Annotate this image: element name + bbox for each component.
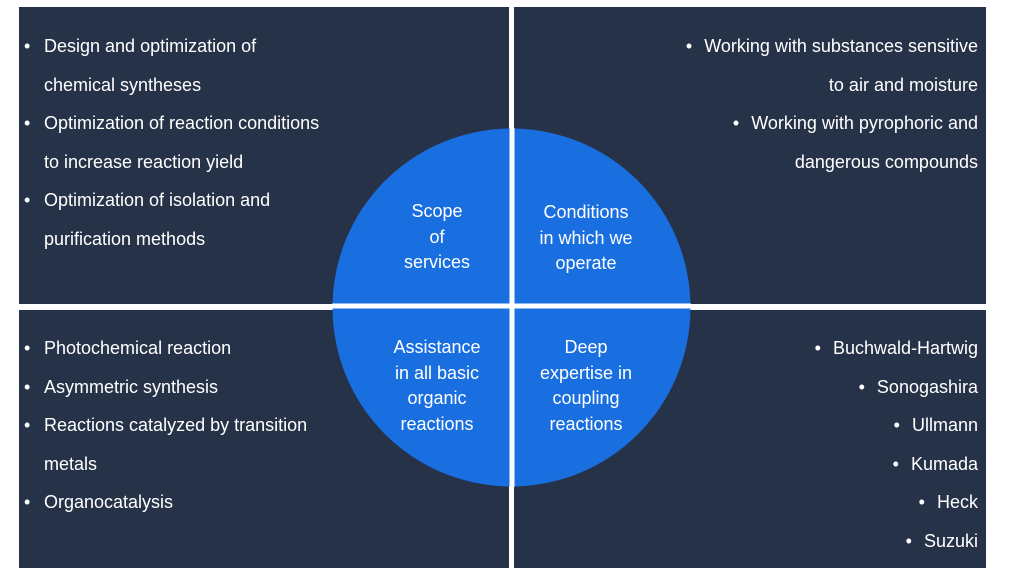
bullet-icon: • — [905, 530, 912, 551]
list-item-text: Working with pyrophoric and dangerous co… — [751, 113, 978, 172]
list-item-text: Kumada — [910, 453, 978, 474]
list-item: • Sonogashira — [678, 368, 978, 407]
list-item-text: Heck — [936, 492, 978, 512]
scope-of-services-label: Scope of services — [403, 201, 470, 272]
bullet-icon: • — [893, 415, 900, 435]
list-item-text: Buchwald-Hartwig — [832, 338, 978, 358]
list-item: • Kumada — [678, 445, 978, 484]
list-item-text: Working with substances sensitive to air… — [704, 36, 978, 95]
list-item: • Suzuki — [678, 522, 978, 561]
bullet-icon: • — [858, 376, 865, 397]
list-item-text: Suzuki — [923, 530, 978, 551]
bullet-icon: • — [892, 453, 899, 474]
list-item: • Working with substances sensitive to ai… — [678, 27, 978, 104]
conditions-list: • Working with substances sensitive to ai… — [678, 27, 978, 181]
bullet-icon: • — [814, 338, 821, 358]
list-item: Reactions catalyzed by transition metals — [23, 406, 343, 483]
list-item: • Ullmann — [678, 406, 978, 445]
list-item: • Working with pyrophoric and dangerous c… — [678, 104, 978, 181]
assistance-label: Assistance in all basic organic reaction… — [393, 337, 481, 434]
list-item: • Heck — [678, 483, 978, 522]
coupling-list: •Buchwald-Hartwig •Sonogashira •Ullmann … — [678, 329, 978, 560]
center-circle — [332, 128, 691, 487]
list-item: Optimization of reaction conditions to i… — [23, 104, 323, 181]
list-item: • Buchwald-Hartwig — [678, 329, 978, 368]
list-item: Photochemical reaction — [23, 329, 343, 368]
center-circle-graphic — [332, 128, 691, 487]
reactions-list: Photochemical reaction Asymmetric synthe… — [23, 329, 343, 522]
list-item-text: Ullmann — [911, 415, 978, 435]
bullet-icon: • — [918, 492, 925, 512]
list-item: Organocatalysis — [23, 483, 343, 522]
scope-list: Design and optimization of chemical synt… — [23, 27, 323, 258]
list-item-text: Sonogashira — [876, 376, 978, 397]
list-item: Optimization of isolation and purificati… — [23, 181, 323, 258]
conditions-label: Conditions in which we operate — [539, 202, 633, 273]
bullet-icon: • — [732, 113, 740, 133]
list-item: Asymmetric synthesis — [23, 368, 343, 407]
list-item: Design and optimization of chemical synt… — [23, 27, 323, 104]
expertise-label: Deep expertise in coupling reactions — [539, 337, 633, 434]
bullet-icon: • — [685, 36, 693, 56]
